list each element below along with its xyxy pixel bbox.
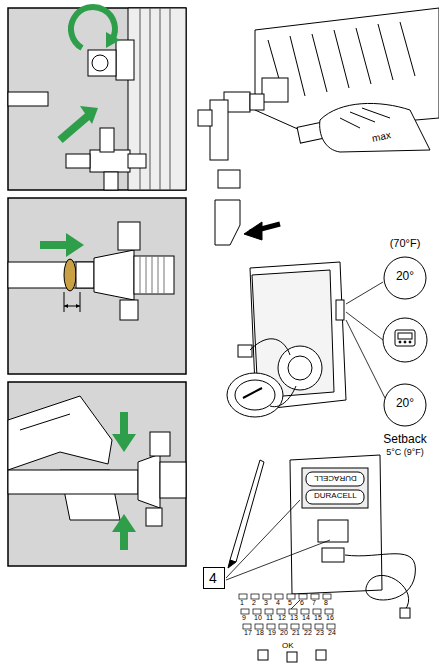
setback-dial: 20°Setback5°C (9°F) (383, 383, 427, 427)
key-number: 15 (314, 614, 322, 621)
key-button (303, 624, 311, 629)
key-button (325, 609, 333, 614)
key-button (258, 650, 268, 660)
key-number: 12 (278, 614, 286, 621)
key-button (316, 650, 326, 660)
radiator-assembly (198, 8, 439, 245)
key-button (251, 594, 259, 599)
key-number: 9 (242, 614, 246, 621)
key-button (287, 652, 297, 662)
key-number: 21 (292, 629, 300, 636)
key-button (299, 594, 307, 599)
key-button (255, 624, 263, 629)
key-number: 10 (254, 614, 262, 621)
panel-crimp (8, 382, 186, 566)
step-number-box: 4 (203, 567, 225, 589)
key-button (315, 624, 323, 629)
key-number: 22 (304, 629, 312, 636)
key-button (253, 609, 261, 614)
key-number: 17 (244, 629, 252, 636)
step-number: 4 (203, 571, 223, 585)
key-button (291, 624, 299, 629)
key-button (287, 594, 295, 599)
key-number: 11 (266, 614, 273, 621)
key-button (323, 594, 331, 599)
panel-unscrew (8, 7, 186, 190)
key-number: 5 (288, 599, 292, 606)
key-button (265, 609, 273, 614)
key-number: 2 (252, 599, 256, 606)
key-button (239, 594, 247, 599)
key-number: 13 (290, 614, 298, 621)
key-button (263, 594, 271, 599)
key-button (275, 594, 283, 599)
key-number: 4 (276, 599, 280, 606)
key-button (327, 624, 335, 629)
dial-value: 20° (383, 397, 427, 409)
temperature-heading: (70°F) (375, 238, 435, 249)
battery-brand: DURACELL (314, 492, 357, 500)
setback-label: Setback (373, 433, 437, 445)
key-button (241, 609, 249, 614)
key-number: 7 (312, 599, 316, 606)
key-number: 19 (268, 629, 276, 636)
key-button (311, 594, 319, 599)
key-button (267, 624, 275, 629)
key-number: 24 (328, 629, 336, 636)
key-number: 16 (326, 614, 334, 621)
key-button (243, 624, 251, 629)
key-button (289, 609, 297, 614)
key-button (279, 624, 287, 629)
dial-value: 20° (383, 270, 427, 282)
setback-value: 5°C (9°F) (369, 448, 439, 457)
panel-insert-pipe (8, 198, 186, 374)
key-number: 18 (256, 629, 264, 636)
key-button (301, 609, 309, 614)
key-number: 23 (316, 629, 324, 636)
key-number: 14 (302, 614, 310, 621)
key-number: 8 (324, 599, 328, 606)
key-number: 20 (280, 629, 288, 636)
key-number: 1 (240, 599, 244, 606)
key-number: 6 (300, 599, 304, 606)
key-number: 3 (264, 599, 268, 606)
temperature-dial: (70°F)20° (383, 256, 427, 300)
battery-unit (226, 455, 415, 618)
key-button (313, 609, 321, 614)
ok-key-label: OK (282, 642, 294, 650)
key-button (277, 609, 285, 614)
battery-brand: DURACELL (314, 474, 357, 482)
